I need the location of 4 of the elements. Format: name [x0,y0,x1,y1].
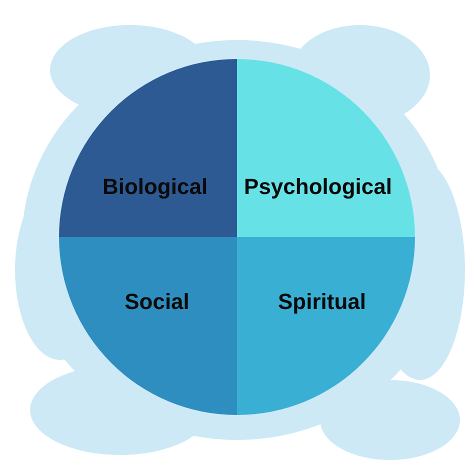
segment-label: Social [124,289,190,315]
segment-label: Psychological [244,174,392,200]
segment-label: Biological [102,174,208,200]
segment-label: Spiritual [278,289,366,315]
